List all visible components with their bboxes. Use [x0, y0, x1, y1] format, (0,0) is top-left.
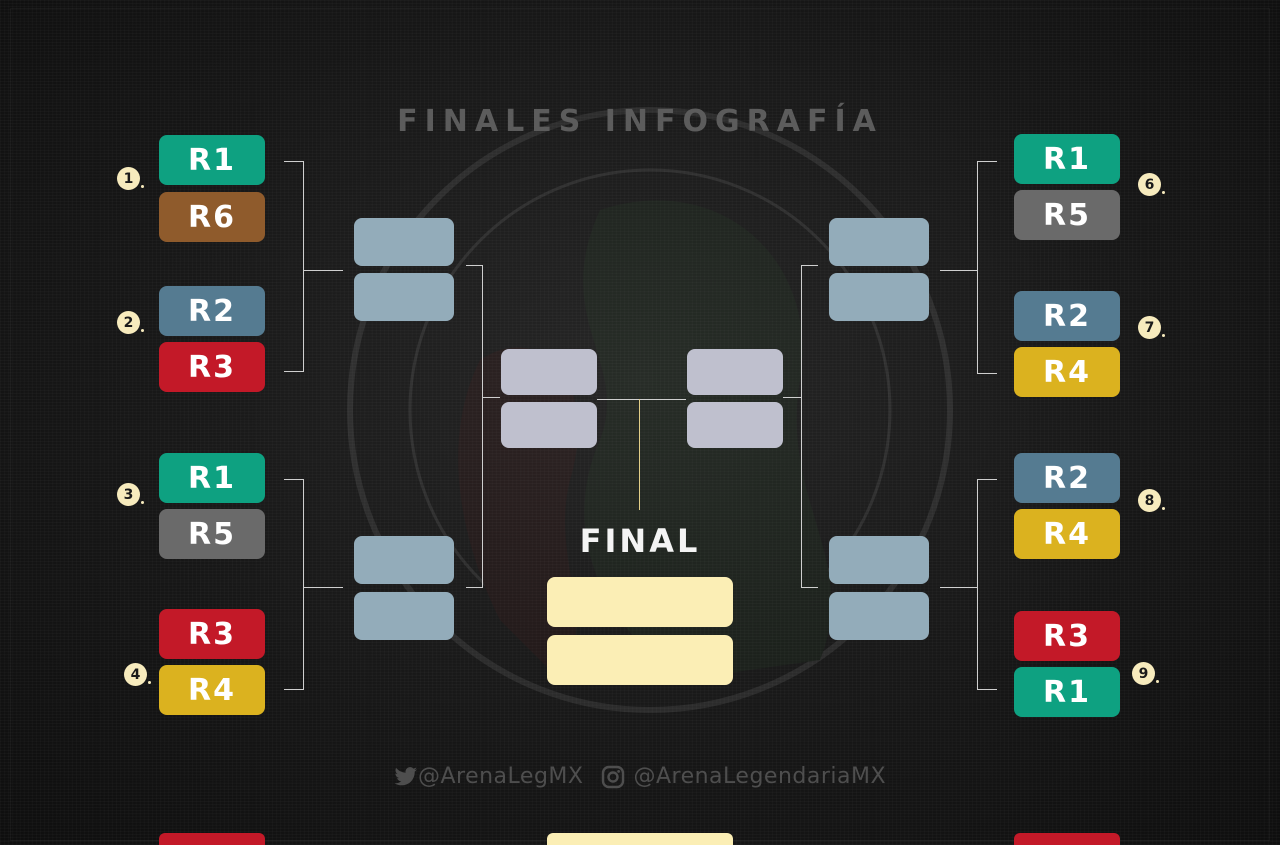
twitter-handle[interactable]: @ArenaLegMX: [417, 764, 584, 789]
bracket-line: [977, 689, 997, 690]
bracket-line: [597, 399, 686, 400]
final-slot[interactable]: [547, 577, 733, 627]
bracket-line: [940, 270, 978, 271]
bracket-line: [482, 265, 483, 588]
semifinal-slot[interactable]: [501, 402, 597, 448]
quarterfinal-slot[interactable]: [829, 218, 929, 266]
match-number-badge: 8: [1138, 489, 1165, 512]
quarterfinal-slot[interactable]: [829, 592, 929, 640]
bracket-line: [284, 689, 304, 690]
bracket-line: [482, 397, 500, 398]
team-l1-bottom[interactable]: R6: [159, 192, 265, 242]
bracket-line: [303, 161, 304, 372]
team-l4-top[interactable]: R3: [159, 609, 265, 659]
bracket-line: [977, 161, 997, 162]
bracket-line: [303, 587, 343, 588]
semifinal-slot[interactable]: [687, 349, 783, 395]
bracket-line: [466, 587, 483, 588]
bracket-line: [801, 587, 818, 588]
bracket-line: [977, 479, 978, 690]
match-number-badge: 9: [1132, 662, 1159, 685]
bracket-line: [977, 479, 997, 480]
team-r2-bottom[interactable]: R4: [1014, 347, 1120, 397]
bracket-line: [977, 161, 978, 374]
team-r1-top[interactable]: R1: [1014, 134, 1120, 184]
bracket-line: [940, 587, 978, 588]
bracket-line: [303, 270, 343, 271]
twitter-bird-icon[interactable]: [394, 766, 418, 787]
quarterfinal-slot[interactable]: [829, 536, 929, 584]
semifinal-slot[interactable]: [687, 402, 783, 448]
instagram-icon[interactable]: [601, 765, 625, 789]
clipped-final-slot: [547, 833, 733, 845]
team-r4-top[interactable]: R3: [1014, 611, 1120, 661]
bracket-line: [284, 479, 304, 480]
bracket-line: [801, 265, 802, 588]
bracket-line: [466, 265, 483, 266]
quarterfinal-slot[interactable]: [829, 273, 929, 321]
team-l2-top[interactable]: R2: [159, 286, 265, 336]
team-l2-bottom[interactable]: R3: [159, 342, 265, 392]
bracket-line: [977, 373, 997, 374]
final-slot[interactable]: [547, 635, 733, 685]
clipped-team-box: [159, 833, 265, 845]
team-r4-bottom[interactable]: R1: [1014, 667, 1120, 717]
bracket-line: [783, 397, 801, 398]
quarterfinal-slot[interactable]: [354, 536, 454, 584]
clipped-team-box: [1014, 833, 1120, 845]
final-label: FINAL: [579, 522, 701, 560]
team-r2-top[interactable]: R2: [1014, 291, 1120, 341]
bracket-line: [801, 265, 818, 266]
quarterfinal-slot[interactable]: [354, 218, 454, 266]
match-number-badge: 2: [117, 311, 144, 334]
team-l4-bottom[interactable]: R4: [159, 665, 265, 715]
quarterfinal-slot[interactable]: [354, 592, 454, 640]
semifinal-slot[interactable]: [501, 349, 597, 395]
team-r3-top[interactable]: R2: [1014, 453, 1120, 503]
team-r3-bottom[interactable]: R4: [1014, 509, 1120, 559]
match-number-badge: 4: [124, 663, 151, 686]
match-number-badge: 6: [1138, 173, 1165, 196]
match-number-badge: 1: [117, 167, 144, 190]
team-l1-top[interactable]: R1: [159, 135, 265, 185]
bracket-line: [284, 161, 304, 162]
quarterfinal-slot[interactable]: [354, 273, 454, 321]
team-r1-bottom[interactable]: R5: [1014, 190, 1120, 240]
social-handles: @ArenaLegMX @ArenaLegendariaMX: [0, 764, 1280, 789]
bracket-line: [303, 479, 304, 690]
page-title: FINALES INFOGRAFÍA: [397, 104, 883, 139]
final-connector-line: [639, 399, 640, 510]
match-number-badge: 3: [117, 483, 144, 506]
bracket-line: [284, 371, 304, 372]
match-number-badge: 7: [1138, 316, 1165, 339]
team-l3-top[interactable]: R1: [159, 453, 265, 503]
team-l3-bottom[interactable]: R5: [159, 509, 265, 559]
instagram-handle[interactable]: @ArenaLegendariaMX: [633, 764, 887, 789]
